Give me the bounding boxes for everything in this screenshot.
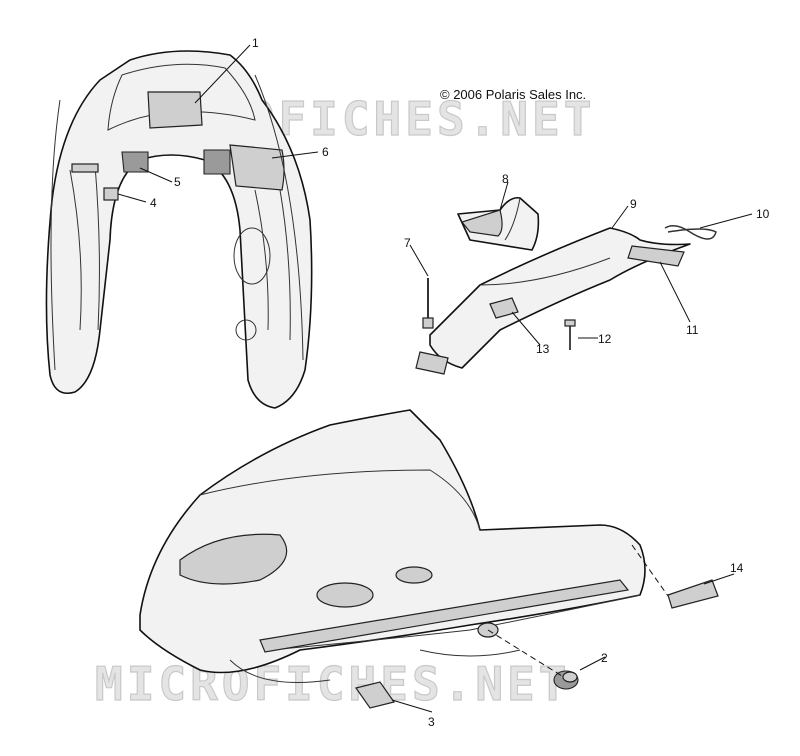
callout-4: 4 (150, 196, 157, 210)
plate-part (355, 681, 395, 709)
callout-2: 2 (601, 651, 608, 665)
callout-7: 7 (404, 236, 411, 250)
plug-part (553, 670, 579, 690)
wire-clip-part (664, 225, 717, 240)
copyright-notice: © 2006 Polaris Sales Inc. (440, 87, 587, 102)
callout-11: 11 (686, 323, 699, 337)
hood-perspective-view (139, 409, 646, 683)
callout-12: 12 (598, 332, 612, 346)
screw-part (422, 278, 434, 329)
callout-14: 14 (730, 561, 744, 575)
callout-9: 9 (630, 197, 637, 211)
callout-10: 10 (756, 207, 770, 221)
foam-pad-part (667, 579, 719, 609)
callout-13: 13 (536, 342, 550, 356)
air-duct-part (457, 196, 540, 251)
callout-5: 5 (174, 175, 181, 189)
watermark-bottom: MICROFICHES.NET (95, 657, 570, 711)
callout-3: 3 (428, 715, 435, 729)
hood-underside-view (45, 50, 313, 409)
rivet-part (564, 319, 576, 350)
callout-6: 6 (322, 145, 329, 159)
decal-part (627, 245, 685, 267)
callout-1: 1 (252, 36, 259, 50)
callout-8: 8 (502, 172, 509, 186)
tray-panel-part (415, 227, 691, 375)
